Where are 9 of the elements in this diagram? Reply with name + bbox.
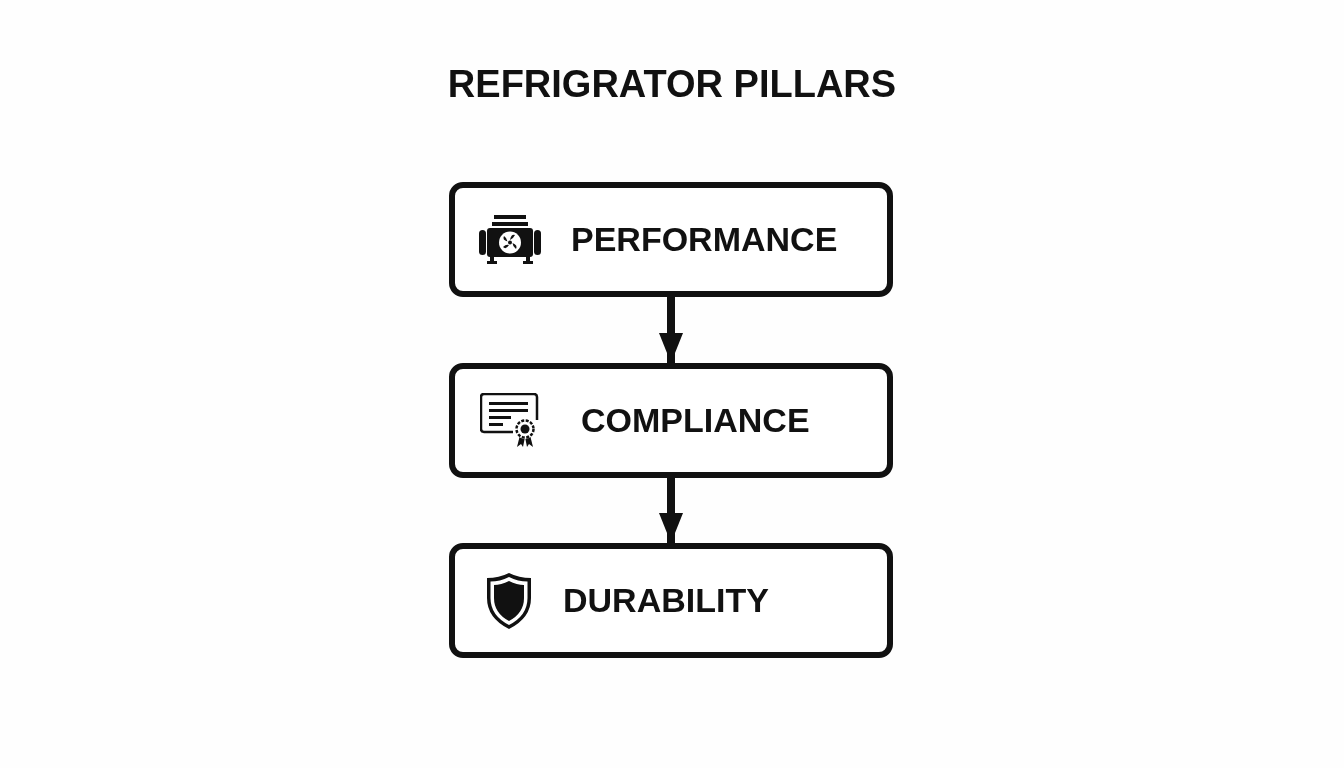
arrow bbox=[659, 478, 683, 543]
process-box bbox=[449, 363, 893, 478]
process-box bbox=[449, 182, 893, 297]
box-label: COMPLIANCE bbox=[581, 400, 810, 441]
box-label: PERFORMANCE bbox=[571, 219, 838, 260]
diagram-title: REFRIGRATOR PILLARS bbox=[447, 62, 897, 107]
box-label: DURABILITY bbox=[563, 580, 769, 621]
arrow bbox=[659, 297, 683, 363]
process-box bbox=[449, 543, 893, 658]
